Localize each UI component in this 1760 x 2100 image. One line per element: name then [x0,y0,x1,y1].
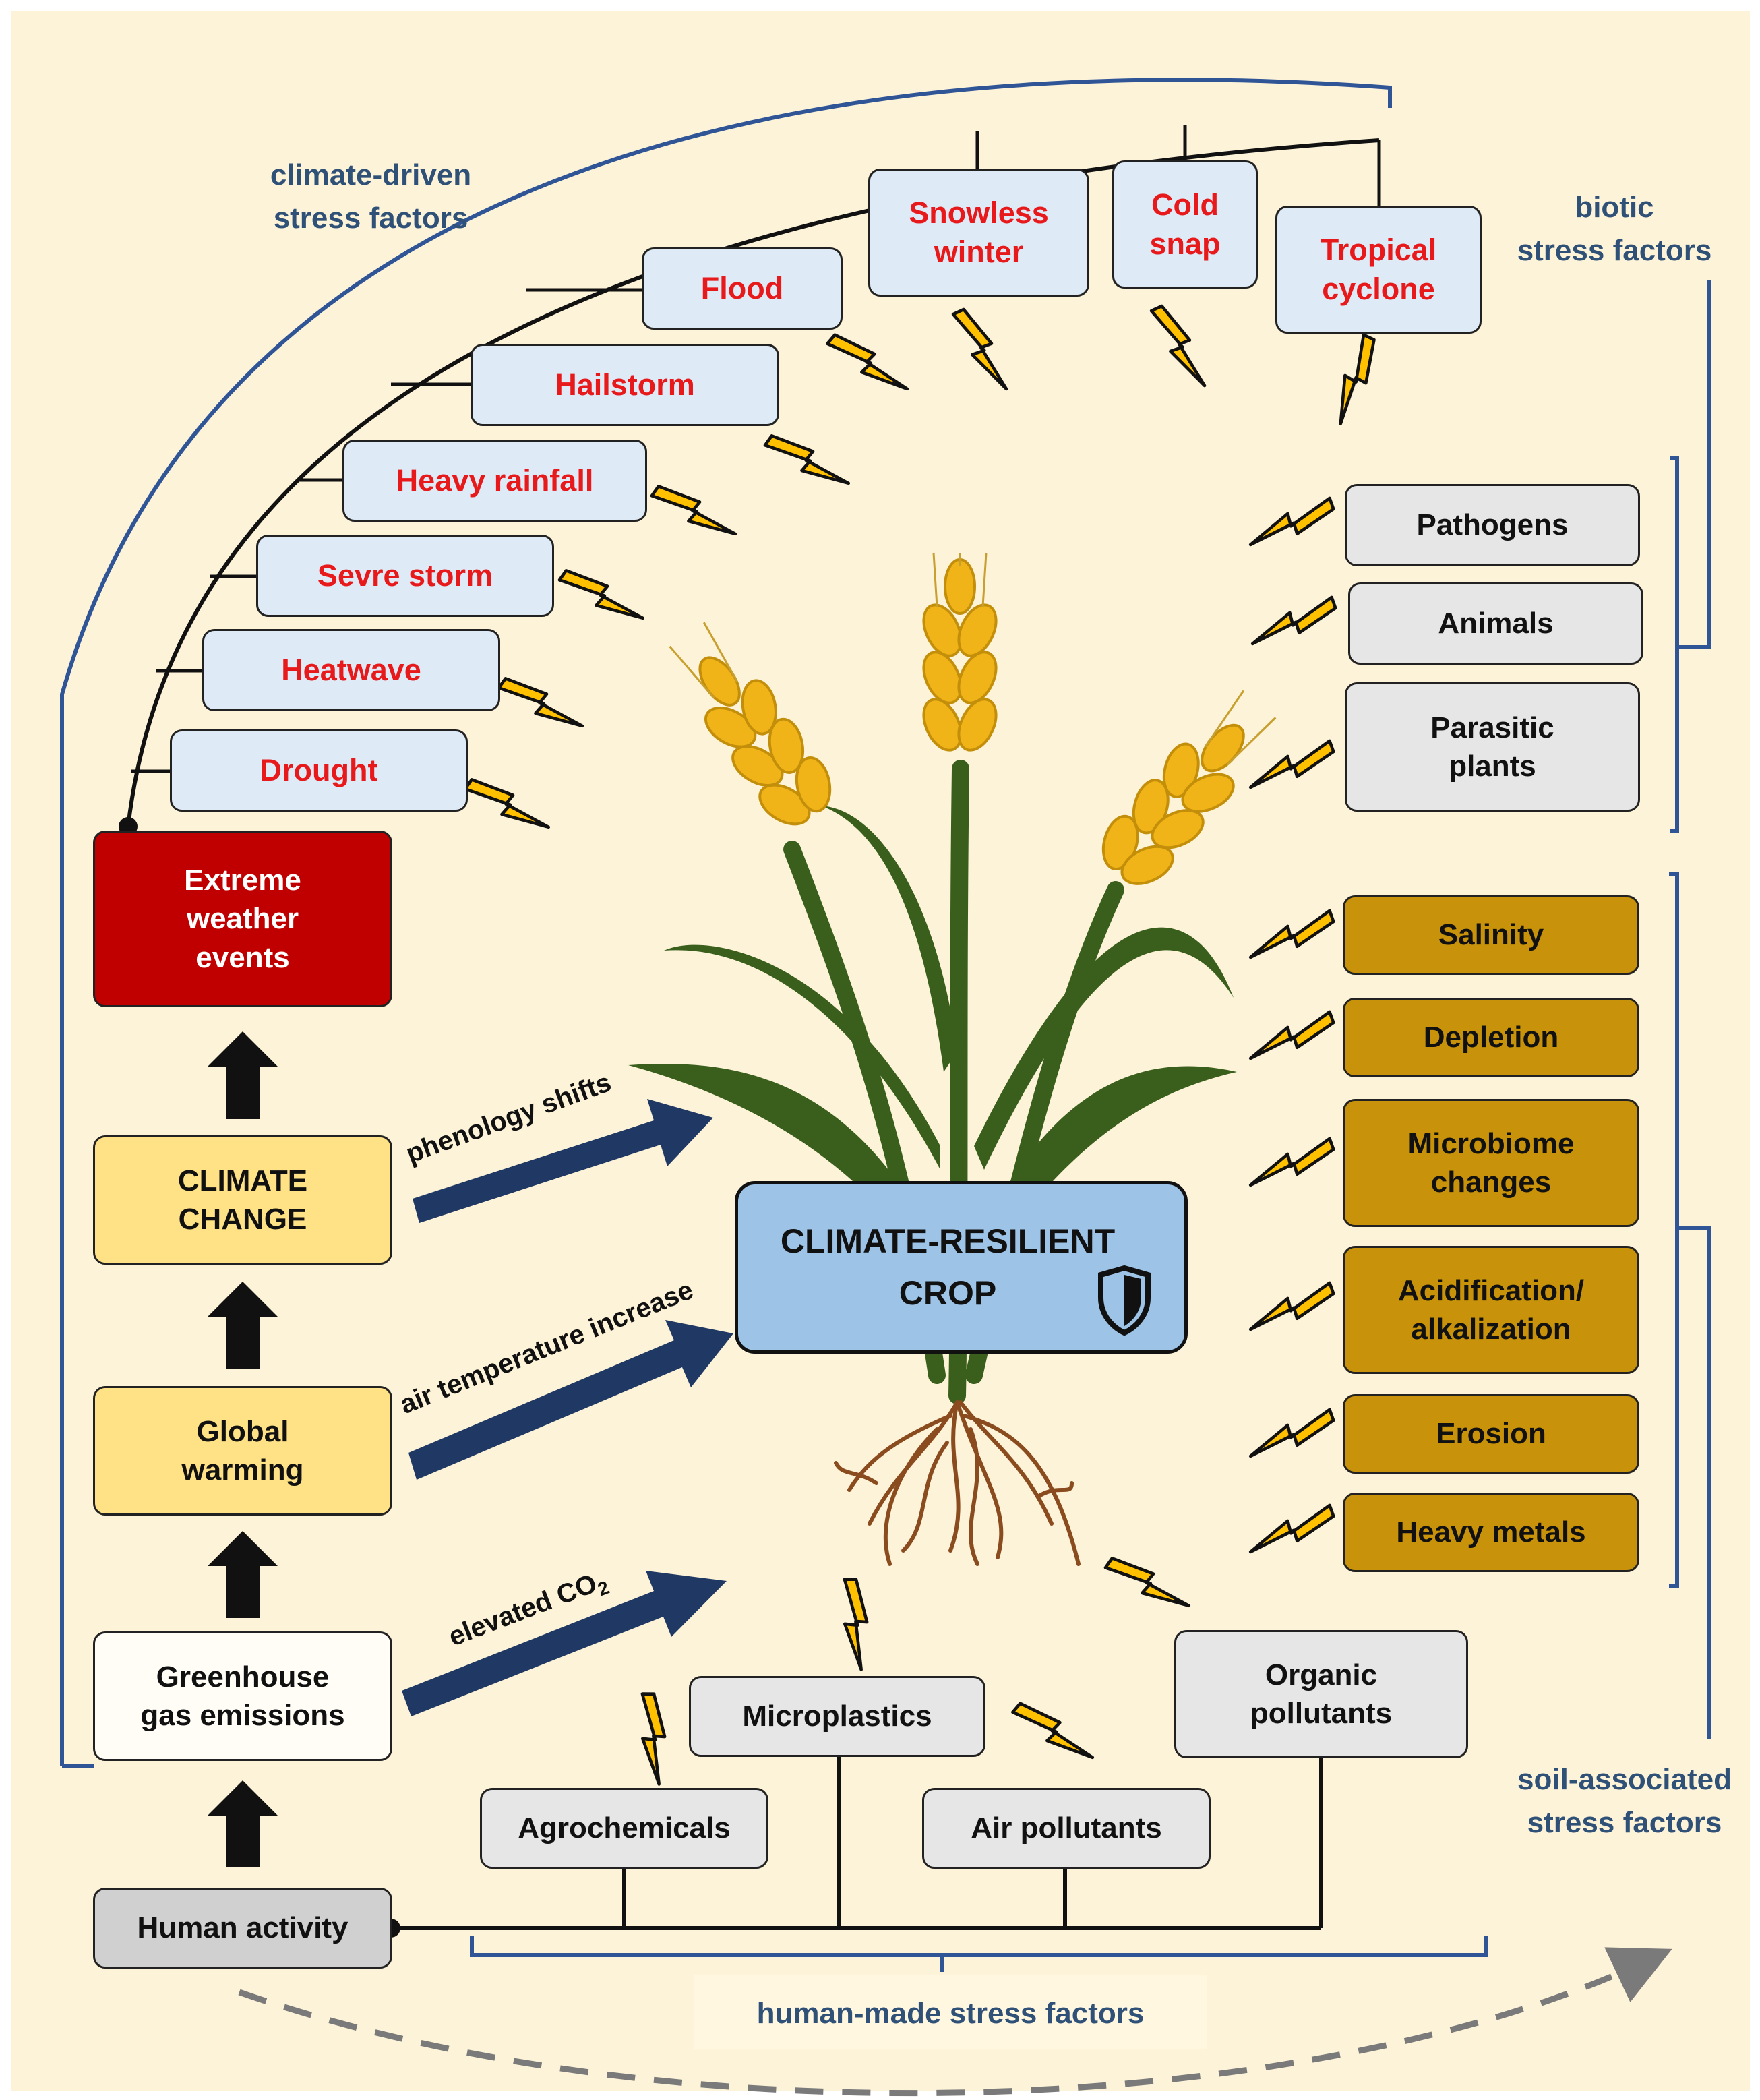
soil-factor-heavy-metals: Heavy metals [1343,1493,1639,1572]
climate-factor-tropical-cyclone: Tropical cyclone [1275,206,1482,334]
crop-title: CLIMATE-RESILIENT CROP [780,1222,1116,1313]
wheat-ear-left [669,622,832,826]
lightning-bolt-icon [1248,909,1335,959]
lightning-bolt-icon [763,434,851,485]
climate-factor-heavy-rainfall: Heavy rainfall [342,440,647,522]
soil-factor-microbiome-changes: Microbiome changes [1343,1099,1639,1227]
human-factor-microplastics: Microplastics [689,1676,985,1757]
soil-factor-erosion: Erosion [1343,1394,1639,1474]
effect-arrows [402,1099,733,1716]
lightning-bolt-icon [463,778,551,829]
human-factor-agrochemicals: Agrochemicals [480,1788,768,1869]
arrow-co2 [402,1571,727,1716]
biotic-bracket [1670,280,1711,833]
climate-factor-snowless-winter: Snowless winter [868,169,1089,297]
climate-change-box: CLIMATE CHANGE [93,1135,392,1265]
wheat-ear-right [1101,690,1277,885]
lightning-bolt-icon [1248,739,1335,789]
climate-driven-label: climate-driven stress factors [270,158,472,235]
lightning-bolt-icon [497,677,584,728]
lightning-bolt-icon [1103,1557,1191,1608]
climate-factor-cold-snap: Cold snap [1112,160,1258,289]
climate-factor-severe-storm: Sevre storm [256,535,554,617]
arrow-to-extreme [208,1031,278,1119]
lightning-bolt-icon [1339,333,1376,425]
lightning-bolt-icon [1248,1281,1335,1331]
shield-icon [1098,1265,1151,1336]
human-made-label-band [694,1975,1207,2049]
human-made-bracket [470,1936,1488,1972]
lightning-bolt-icon [1149,304,1207,388]
roots [834,1400,1081,1566]
human-made-label: human-made stress factors [756,1997,1145,2030]
human-factor-organic-pollutants: Organic pollutants [1174,1630,1468,1758]
climate-resilient-crop-box: CLIMATE-RESILIENT CROP [735,1181,1188,1354]
chain-arrows [208,1031,278,1867]
greenhouse-gas-emissions-box: Greenhouse gas emissions [93,1631,392,1761]
tree-branches [131,125,1381,773]
arrow-to-greenhouse [208,1780,278,1867]
human-activity-box: Human activity [93,1888,392,1969]
lightning-bolt-icon [1248,1408,1335,1458]
extreme-weather-events-box: Extreme weather events [93,831,392,1007]
human-factor-air-pollutants: Air pollutants [922,1788,1211,1869]
soil-factor-depletion: Depletion [1343,998,1639,1077]
biotic-factor-pathogens: Pathogens [1345,484,1640,566]
lightning-bolt-icon [826,333,909,391]
soil-factor-acidification: Acidification/ alkalization [1343,1246,1639,1374]
lightning-bolt-icon [650,485,737,536]
wheat-plant-icon [628,552,1277,1566]
human-connector-lines [391,1756,1323,1930]
dashed-feedback-arrow [238,1947,1672,2097]
climate-driven-bracket [60,78,1392,1766]
lightning-bolt-icon [1248,1010,1335,1060]
lightning-bolts-group [463,304,1376,1786]
climate-factor-flood: Flood [642,247,843,330]
climate-factor-drought: Drought [170,729,468,812]
biotic-factor-animals: Animals [1348,582,1643,665]
arrow-to-global-warming [208,1531,278,1618]
lightning-bolt-icon [843,1578,869,1671]
soil-bracket [1669,872,1711,1739]
lightning-bolt-icon [1248,1503,1335,1554]
soil-factor-salinity: Salinity [1343,895,1639,975]
climate-factor-hailstorm: Hailstorm [471,344,779,426]
lightning-bolt-icon [557,569,645,620]
lightning-bolt-icon [1250,595,1337,646]
biotic-label: biotic stress factors [1517,191,1712,267]
climate-factor-heatwave: Heatwave [202,629,500,711]
wheat-ear-center [922,558,998,752]
lightning-bolt-icon [1011,1702,1095,1760]
biotic-factor-parasitic-plants: Parasitic plants [1345,682,1640,812]
arrow-temperature [408,1320,733,1480]
lightning-bolt-icon [1248,496,1335,547]
arrow-to-climate-change [208,1282,278,1369]
soil-associated-label: soil-associated stress factors [1517,1763,1732,1839]
lightning-bolt-icon [1248,1137,1335,1187]
arrow-phenology [413,1099,713,1223]
global-warming-box: Global warming [93,1386,392,1516]
lightning-bolt-icon [951,307,1008,391]
lightning-bolt-icon [640,1692,667,1786]
